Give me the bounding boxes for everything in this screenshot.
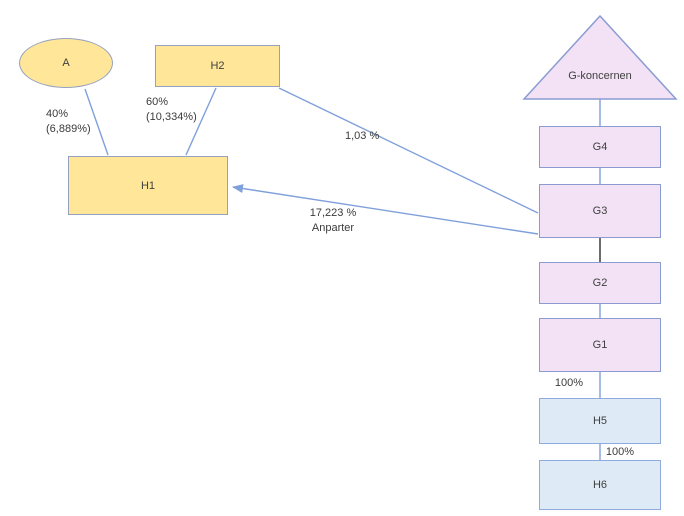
node-g4-label: G4 xyxy=(592,141,608,153)
node-g2-label: G2 xyxy=(592,277,608,289)
node-g-koncernen-shape xyxy=(522,14,678,100)
node-a-label: A xyxy=(62,57,70,69)
node-g3-label: G3 xyxy=(592,205,608,217)
edge-label-h2-g3-line1: 1,03 % xyxy=(345,130,380,142)
edge-label-h2-h1-line1: 60% xyxy=(146,96,169,108)
node-g1: G1 xyxy=(539,318,661,372)
node-g-koncernen-label: G-koncernen xyxy=(568,70,632,82)
edge-h2-g3 xyxy=(278,87,539,214)
node-h5-label: H5 xyxy=(592,415,608,427)
edge-label-g3-h1-line2: Anparter xyxy=(311,222,355,234)
node-a: A xyxy=(19,38,113,88)
edge-label-g1-h5-line1: 100% xyxy=(554,377,584,389)
edge-a-h1 xyxy=(84,88,109,156)
edge-label-a-h1-line1: 40% xyxy=(46,108,69,120)
edge-h2-h1 xyxy=(185,87,217,156)
node-g4: G4 xyxy=(539,126,661,168)
edge-label-h2-g3: 1,03 % xyxy=(345,129,379,144)
node-g2: G2 xyxy=(539,262,661,304)
edge-label-g1-h5: 100% xyxy=(551,376,587,391)
node-h6: H6 xyxy=(539,460,661,510)
edge-label-a-h1-line2: (6,889%) xyxy=(46,123,91,135)
edge-label-h2-h1: 60% (10,334%) xyxy=(146,95,197,125)
node-h1-label: H1 xyxy=(140,179,156,192)
edge-label-g3-h1-line1: 17,223 % xyxy=(309,207,357,219)
node-g3: G3 xyxy=(539,184,661,238)
edge-g3-h1-arrow xyxy=(232,184,539,235)
node-h1: H1 xyxy=(68,156,228,215)
node-h6-label: H6 xyxy=(592,479,608,491)
edge-label-g3-h1: 17,223 % Anparter xyxy=(293,206,373,236)
edge-label-h5-h6-line1: 100% xyxy=(605,446,635,458)
node-h2-label: H2 xyxy=(210,60,225,72)
node-h2: H2 xyxy=(155,45,280,87)
node-g1-label: G1 xyxy=(592,339,608,351)
edge-label-a-h1: 40% (6,889%) xyxy=(46,107,91,137)
edge-label-h2-h1-line2: (10,334%) xyxy=(146,111,197,123)
edge-label-h5-h6: 100% xyxy=(602,445,638,460)
node-h5: H5 xyxy=(539,398,661,444)
